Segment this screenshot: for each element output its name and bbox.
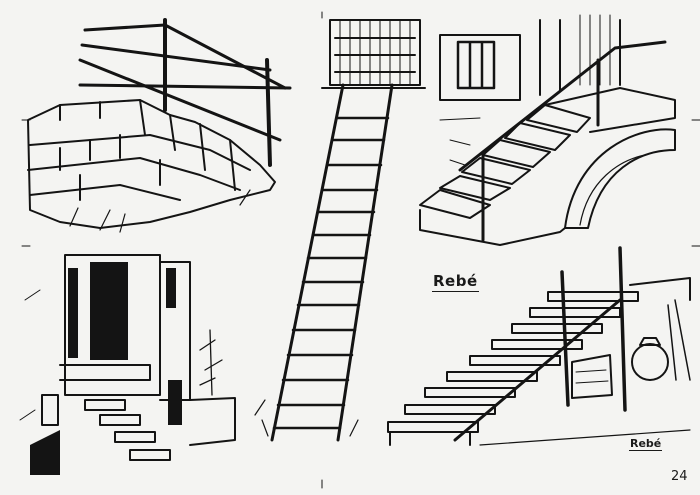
stone-steps-with-fence bbox=[27, 18, 292, 233]
wall-window bbox=[321, 19, 426, 89]
open-wooden-stair bbox=[387, 246, 691, 446]
crop-marks bbox=[21, 11, 700, 489]
artist-title: Rebé bbox=[432, 272, 479, 292]
page-number: 24 bbox=[671, 469, 688, 484]
arched-exterior-stair bbox=[419, 14, 676, 246]
house-corner-steps bbox=[19, 254, 236, 475]
wooden-ladder bbox=[254, 83, 394, 442]
artist-signature: Rebé bbox=[629, 437, 663, 451]
